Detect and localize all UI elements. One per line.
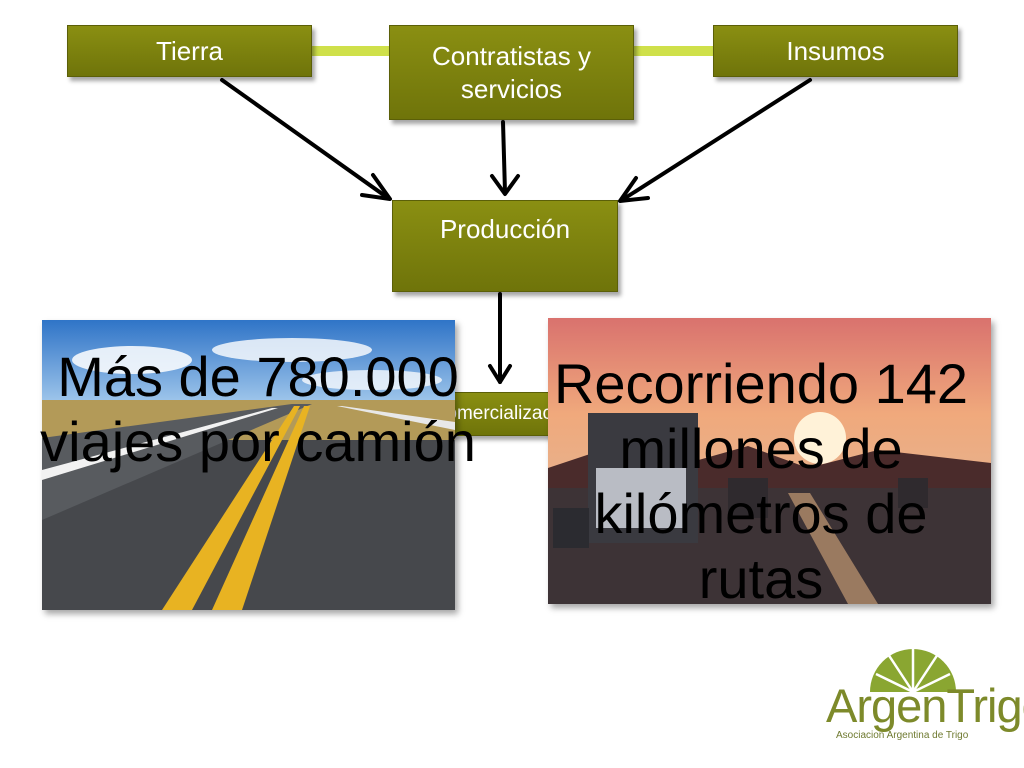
box-contratistas: Contratistas y servicios	[389, 25, 634, 120]
box-insumos-label: Insumos	[786, 35, 885, 66]
road-photo	[42, 320, 455, 610]
box-produccion-label: Producción	[439, 214, 571, 244]
connector-tierra-contratistas	[310, 46, 390, 56]
arrow-contratistas-produccion	[501, 120, 507, 194]
logo-subtitle: Asociacion Argentina de Trigo	[836, 730, 969, 741]
truck-photo	[548, 318, 991, 604]
wheat-emblem-icon	[870, 648, 956, 694]
left-photo-caption: Más de 780.000 viajes por camión	[40, 345, 476, 473]
right-photo-caption: Recorriendo 142 millones de kilómetros d…	[553, 352, 969, 610]
box-tierra-label: Tierra	[156, 35, 223, 66]
box-comercializacion-label: Comercialización	[432, 403, 578, 425]
logo-name: ArgenTrigo	[826, 679, 1024, 732]
connector-contratistas-insumos	[632, 46, 714, 56]
box-insumos: Insumos	[713, 25, 958, 77]
box-contratistas-label: Contratistas y servicios	[432, 41, 591, 104]
box-tierra: Tierra	[67, 25, 312, 77]
box-produccion: Producción	[392, 200, 618, 292]
arrow-tierra-produccion	[220, 78, 390, 200]
arrow-insumos-produccion	[620, 78, 812, 202]
